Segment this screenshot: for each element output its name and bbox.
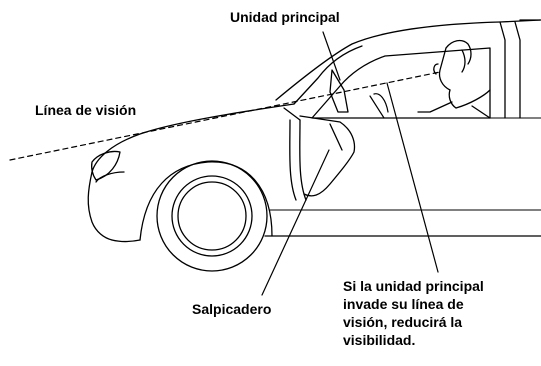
leader-lines bbox=[261, 31, 439, 296]
warning-note: Si la unidad principal invade su línea d… bbox=[343, 277, 484, 349]
head-unit-label: Unidad principal bbox=[230, 9, 340, 25]
line-of-sight-label: Línea de visión bbox=[35, 102, 137, 118]
cabin bbox=[275, 19, 541, 119]
sight-line bbox=[9, 71, 441, 161]
warning-line-2: invade su línea de bbox=[343, 296, 464, 312]
warning-line-4: visibilidad. bbox=[343, 332, 416, 348]
leader-dashboard bbox=[261, 149, 330, 296]
headlight bbox=[90, 150, 121, 181]
driver-figure bbox=[417, 39, 491, 119]
dashboard-label: Salpicadero bbox=[192, 301, 272, 317]
car-body bbox=[87, 19, 541, 243]
warning-line-3: visión, reducirá la bbox=[343, 314, 463, 330]
leader-head-unit bbox=[322, 31, 341, 81]
warning-line-1: Si la unidad principal bbox=[343, 278, 484, 294]
dashboard-shape bbox=[299, 115, 356, 197]
front-wheel bbox=[139, 160, 273, 272]
door bbox=[283, 107, 307, 201]
leader-warning bbox=[386, 82, 439, 273]
head-unit bbox=[329, 69, 349, 113]
